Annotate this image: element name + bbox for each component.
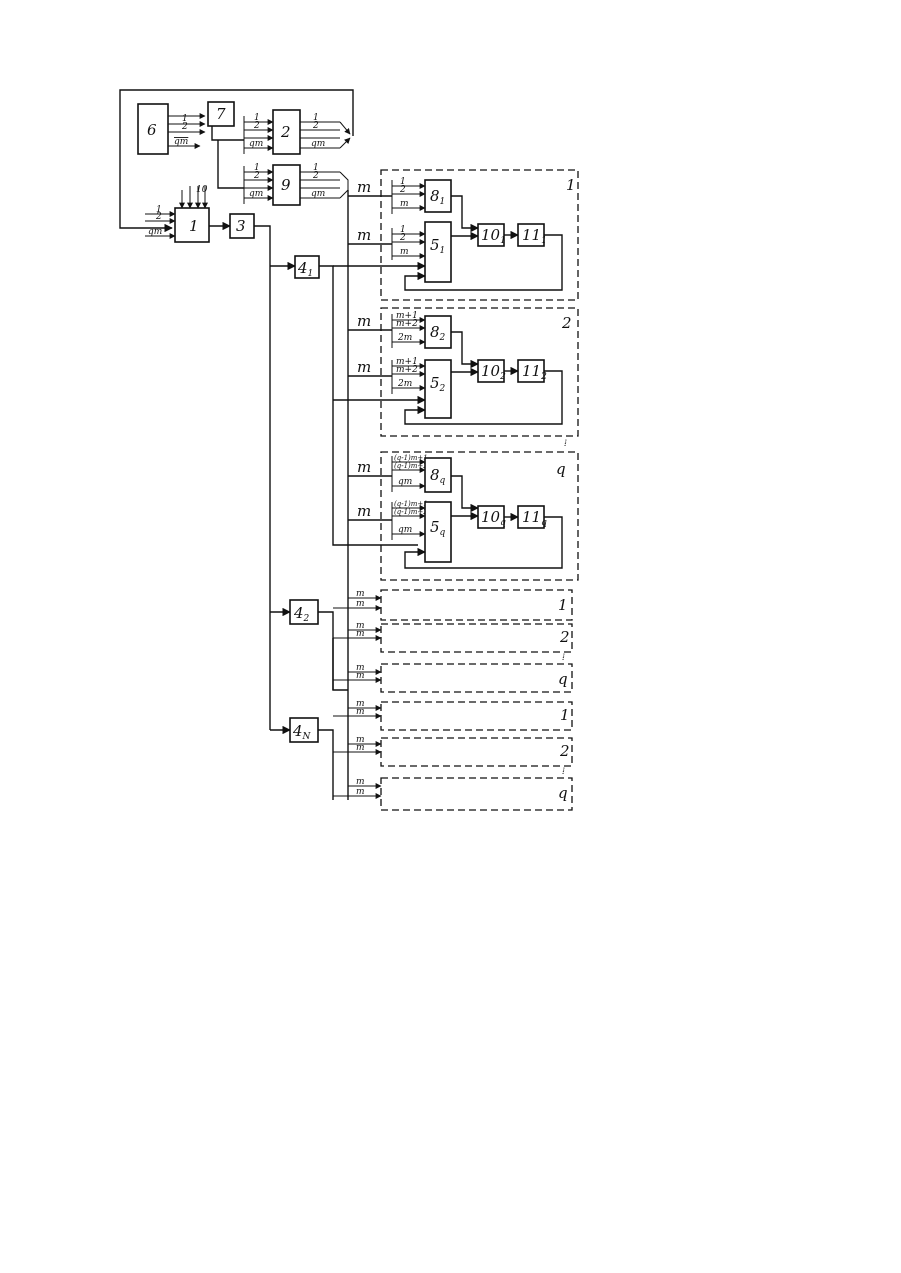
ellipsis-1: ⁞ bbox=[564, 439, 567, 449]
ellipsis-3: ⁞ bbox=[562, 767, 565, 777]
collapsed-group-4-2-q: m m q bbox=[333, 663, 572, 692]
g2-b8-in-1: m+2 bbox=[396, 319, 418, 329]
b4-2-stub bbox=[333, 638, 348, 690]
gq-m-label-b: m bbox=[357, 502, 371, 520]
g1-b8-to-b10 bbox=[451, 196, 478, 228]
b2-out-2: 2 bbox=[312, 121, 319, 131]
b1-in-10: 10 bbox=[196, 185, 208, 195]
b4-2-output bbox=[318, 612, 333, 690]
gq-b5-in-2: qm bbox=[398, 525, 412, 535]
gq-b8-in-0: (q-1)m+1 bbox=[394, 454, 428, 462]
b3-output-trunk bbox=[254, 226, 270, 730]
g1-b5-in-2: m bbox=[400, 247, 409, 257]
collapsed-group-4-n-q: m m q bbox=[333, 777, 572, 810]
gq-b8-in-2: qm bbox=[398, 477, 412, 487]
group-q-label: q bbox=[556, 460, 566, 478]
block-1-label: 1 bbox=[189, 217, 199, 235]
block-7-to-9 bbox=[218, 140, 244, 188]
bus-qm-label: qm bbox=[174, 137, 188, 147]
g1-m-label-a: m bbox=[357, 178, 371, 196]
b9-out-2: 2 bbox=[312, 171, 319, 181]
g2-b5-in-1: m+2 bbox=[396, 365, 418, 375]
collapsed-group-4-2-1: m m 1 bbox=[333, 589, 572, 620]
g1-b8-in-1: 2 bbox=[399, 185, 406, 195]
gq-b8-to-b10 bbox=[451, 476, 478, 508]
b1-in-2: 2 bbox=[155, 212, 162, 222]
svg-text:1: 1 bbox=[558, 596, 568, 614]
g1-m-label-b: m bbox=[357, 226, 371, 244]
svg-text:2: 2 bbox=[559, 628, 570, 646]
group-1-label: 1 bbox=[566, 176, 576, 194]
g2-m-label-a: m bbox=[357, 312, 371, 330]
block-3-label: 3 bbox=[236, 217, 246, 235]
block-7-output bbox=[212, 126, 244, 140]
svg-text:m: m bbox=[356, 787, 365, 797]
b1-in-qm: qm bbox=[148, 227, 162, 237]
b9-in-2: 2 bbox=[253, 171, 260, 181]
b9-in-qm: qm bbox=[249, 189, 263, 199]
bus-2-label: 2 bbox=[181, 122, 188, 132]
svg-text:q: q bbox=[558, 784, 568, 802]
collapsed-group-4-n-1: m m 1 bbox=[333, 699, 572, 730]
collapsed-group-4-n-2: m m 2 bbox=[333, 735, 572, 766]
g1-b5-in-1: 2 bbox=[399, 233, 406, 243]
b4-n-output bbox=[318, 730, 333, 800]
collapsed-group-4-2-2: m m 2 bbox=[333, 621, 572, 652]
svg-text:m: m bbox=[356, 743, 365, 753]
svg-text:m: m bbox=[356, 629, 365, 639]
svg-text:m: m bbox=[356, 707, 365, 717]
svg-text:m: m bbox=[356, 777, 365, 787]
g2-m-label-b: m bbox=[357, 358, 371, 376]
b2-in-qm: qm bbox=[249, 139, 263, 149]
ellipsis-2: ⁞ bbox=[562, 653, 565, 663]
g2-b8-to-b10 bbox=[451, 332, 478, 364]
gq-b5-in-1: (q-1)m+2 bbox=[394, 508, 428, 516]
block-9-label: 9 bbox=[281, 176, 291, 194]
svg-text:m: m bbox=[356, 589, 365, 599]
g1-b8-in-2: m bbox=[400, 199, 409, 209]
b2-in-2: 2 bbox=[253, 121, 260, 131]
group-2-label: 2 bbox=[561, 314, 572, 332]
svg-text:q: q bbox=[558, 670, 568, 688]
svg-text:1: 1 bbox=[560, 706, 570, 724]
gq-b5-in-0: (q-1)m+1 bbox=[394, 500, 428, 508]
b9-out-qm: qm bbox=[311, 189, 325, 199]
g2-b8-in-2: 2m bbox=[397, 333, 412, 343]
svg-text:m: m bbox=[356, 671, 365, 681]
block-2-label: 2 bbox=[280, 123, 291, 141]
svg-text:m: m bbox=[356, 599, 365, 609]
gq-m-label-a: m bbox=[357, 458, 371, 476]
gq-b8-in-1: (q-1)m+2 bbox=[394, 462, 428, 470]
block-7-label: 7 bbox=[216, 105, 226, 123]
g2-b5-in-2: 2m bbox=[397, 379, 412, 389]
b2-out-qm: qm bbox=[311, 139, 325, 149]
block-6-label: 6 bbox=[147, 121, 157, 139]
svg-text:2: 2 bbox=[559, 742, 570, 760]
